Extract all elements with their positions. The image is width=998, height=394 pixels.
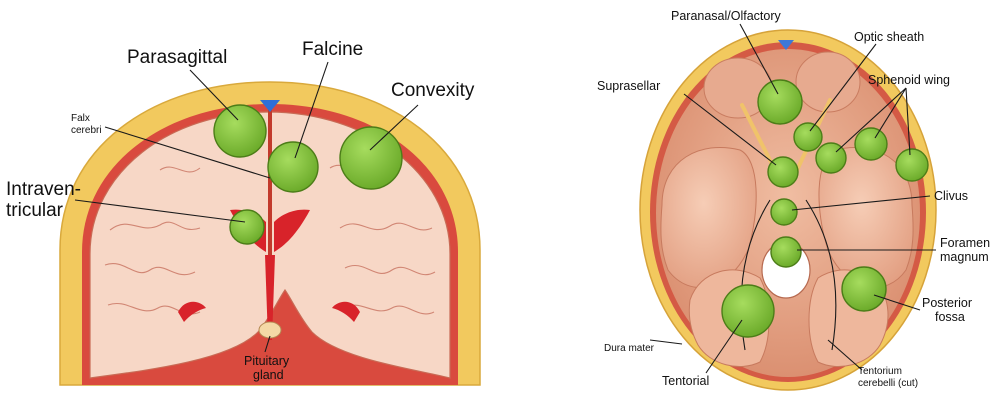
tumor-convexity: [340, 127, 402, 189]
label-sphenoid-wing: Sphenoid wing: [868, 73, 950, 87]
label-falcine: Falcine: [302, 39, 363, 60]
tumor-sphenoid-wing-2: [855, 128, 887, 160]
label-optic-sheath: Optic sheath: [854, 30, 924, 44]
tumor-tentorial: [722, 285, 774, 337]
label-intraven-line1: Intraven-: [6, 179, 81, 200]
tumor-clivus: [771, 199, 797, 225]
label-clivus: Clivus: [934, 189, 968, 203]
tumor-foramen-magnum: [771, 237, 801, 267]
label-intraven-line2: tricular: [6, 200, 64, 221]
label-tentorial: Tentorial: [662, 374, 709, 388]
label-convexity: Convexity: [391, 80, 475, 101]
label-suprasellar: Suprasellar: [597, 79, 660, 93]
label-tentorium-line2: cerebelli (cut): [858, 378, 918, 389]
tumor-paranasal-olfactory: [758, 80, 802, 124]
label-falx-line2: cerebri: [71, 125, 102, 136]
skull-base-section: Paranasal/Olfactory Optic sheath Suprase…: [597, 9, 990, 390]
label-paranasal-olfactory: Paranasal/Olfactory: [671, 9, 782, 23]
tumor-sphenoid-wing-3: [896, 149, 928, 181]
tumor-suprasellar: [768, 157, 798, 187]
label-tentorium-line1: Tentorium: [858, 366, 902, 377]
label-parasagittal: Parasagittal: [127, 47, 227, 68]
label-pituitary-line1: Pituitary: [244, 354, 290, 368]
label-posterior-line2: fossa: [935, 310, 965, 324]
tumor-intraventricular: [230, 210, 264, 244]
label-foramen-line2: magnum: [940, 250, 989, 264]
tumor-parasagittal: [214, 105, 266, 157]
tumor-optic-sheath: [794, 123, 822, 151]
label-foramen-line1: Foramen: [940, 236, 990, 250]
label-dura-mater: Dura mater: [604, 343, 655, 354]
tumor-posterior-fossa: [842, 267, 886, 311]
label-posterior-line1: Posterior: [922, 296, 972, 310]
label-pituitary-line2: gland: [253, 368, 284, 382]
tumor-falcine: [268, 142, 318, 192]
coronal-section: Parasagittal Falcine Convexity Falx cere…: [6, 39, 480, 385]
pituitary-gland-shape: [259, 322, 281, 338]
label-falx-line1: Falx: [71, 113, 90, 124]
leader-dura-mater: [650, 340, 682, 344]
